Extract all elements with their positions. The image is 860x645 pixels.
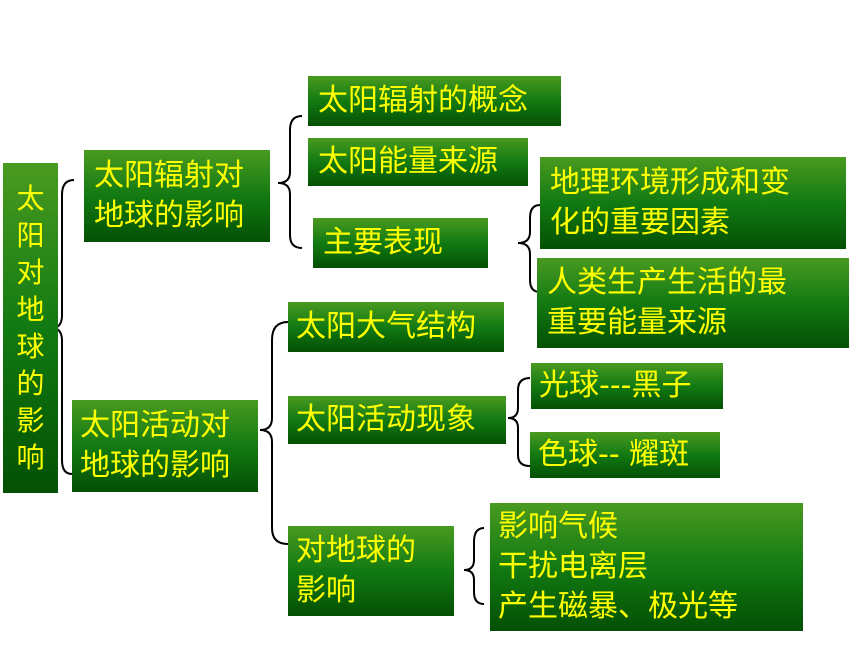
- brace-activity: [259, 321, 289, 545]
- node-energy-source-label: 太阳能量来源: [318, 144, 498, 179]
- node-earth-impact: 对地球的 影响: [288, 526, 454, 616]
- brace-activity-effects: [463, 527, 485, 605]
- node-energy-source: 太阳能量来源: [308, 138, 528, 186]
- node-radiation: 太阳辐射对 地球的影响: [84, 150, 270, 242]
- node-activity-line1: 太阳活动对: [80, 408, 230, 443]
- node-effect-energy-line2: 重要能量来源: [547, 305, 727, 340]
- root-label: 太阳对地球的影响: [16, 182, 45, 474]
- node-activity: 太阳活动对 地球的影响: [72, 400, 258, 492]
- node-activity-phenomena-label: 太阳活动现象: [296, 402, 476, 437]
- impact-item-climate: 影响气候: [498, 509, 618, 544]
- node-radiation-concept: 太阳辐射的概念: [308, 76, 561, 126]
- node-radiation-line2: 地球的影响: [94, 198, 244, 233]
- node-effect-geography-line2: 化的重要因素: [550, 205, 730, 240]
- node-radiation-line1: 太阳辐射对: [94, 158, 244, 193]
- node-effect-energy: 人类生产生活的最 重要能量来源: [537, 258, 849, 348]
- node-atmosphere-structure: 太阳大气结构: [288, 302, 504, 352]
- node-effect-geography-line1: 地理环境形成和变: [550, 165, 790, 200]
- node-impact-list: 影响气候 干扰电离层 产生磁暴、极光等: [490, 503, 803, 631]
- impact-item-magnetic-storm: 产生磁暴、极光等: [498, 589, 738, 624]
- node-main-manifestations-label: 主要表现: [323, 225, 443, 260]
- node-effect-energy-line1: 人类生产生活的最: [547, 265, 787, 300]
- node-radiation-concept-label: 太阳辐射的概念: [318, 83, 528, 118]
- node-activity-phenomena: 太阳活动现象: [288, 396, 506, 444]
- node-flare-label: 色球-- 耀斑: [538, 437, 690, 472]
- brace-radiation: [277, 115, 303, 249]
- node-earth-impact-line2: 影响: [296, 573, 356, 608]
- node-sunspot: 光球---黑子: [531, 363, 723, 409]
- node-main-manifestations: 主要表现: [313, 218, 488, 268]
- node-flare: 色球-- 耀斑: [530, 432, 720, 478]
- node-effect-geography: 地理环境形成和变 化的重要因素: [540, 157, 846, 249]
- node-activity-line2: 地球的影响: [80, 448, 230, 483]
- brace-phenomena: [507, 377, 531, 467]
- impact-item-ionosphere: 干扰电离层: [498, 549, 648, 584]
- node-earth-impact-line1: 对地球的: [296, 533, 416, 568]
- brace-radiation-effects: [517, 204, 541, 293]
- node-atmosphere-structure-label: 太阳大气结构: [296, 309, 476, 344]
- root-node: 太阳对地球的影响: [3, 163, 58, 493]
- node-sunspot-label: 光球---黑子: [539, 368, 692, 403]
